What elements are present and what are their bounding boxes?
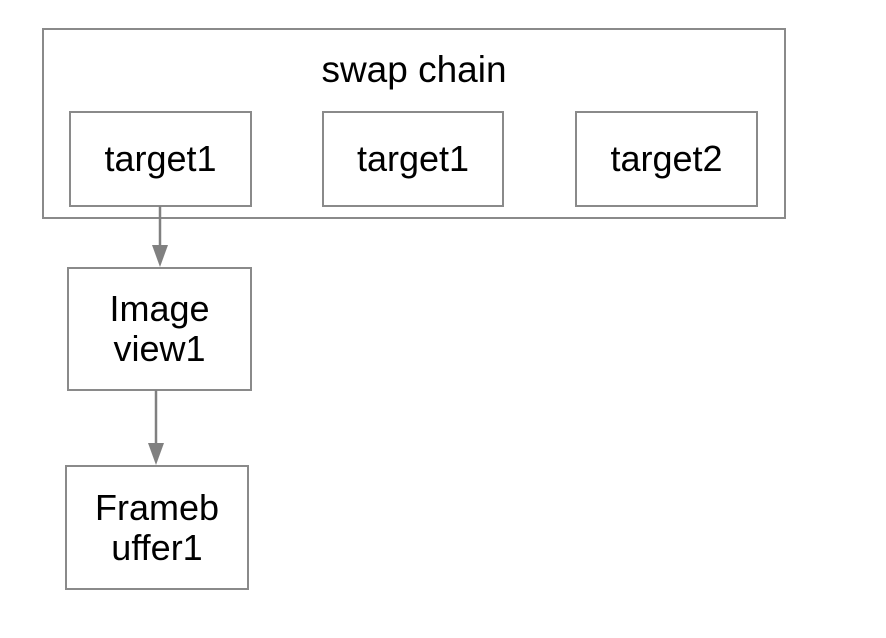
target2-label: target2	[610, 138, 723, 179]
framebuffer-label: Frameb uffer1	[94, 486, 220, 568]
target1-second-label: target1	[356, 138, 470, 179]
target1-first-node: target1	[69, 111, 252, 207]
arrow-head	[148, 443, 164, 465]
target1-second-node: target1	[322, 111, 504, 207]
swap-chain-title: swap chain	[321, 49, 507, 90]
arrow-image-view-to-framebuffer	[148, 390, 164, 465]
image-view-node: Image view1	[67, 267, 252, 391]
framebuffer-node: Frameb uffer1	[65, 465, 249, 590]
image-view-label: Image view1	[109, 288, 210, 369]
arrow-head	[152, 245, 168, 267]
target1-first-label: target1	[104, 138, 217, 179]
target2-node: target2	[575, 111, 758, 207]
